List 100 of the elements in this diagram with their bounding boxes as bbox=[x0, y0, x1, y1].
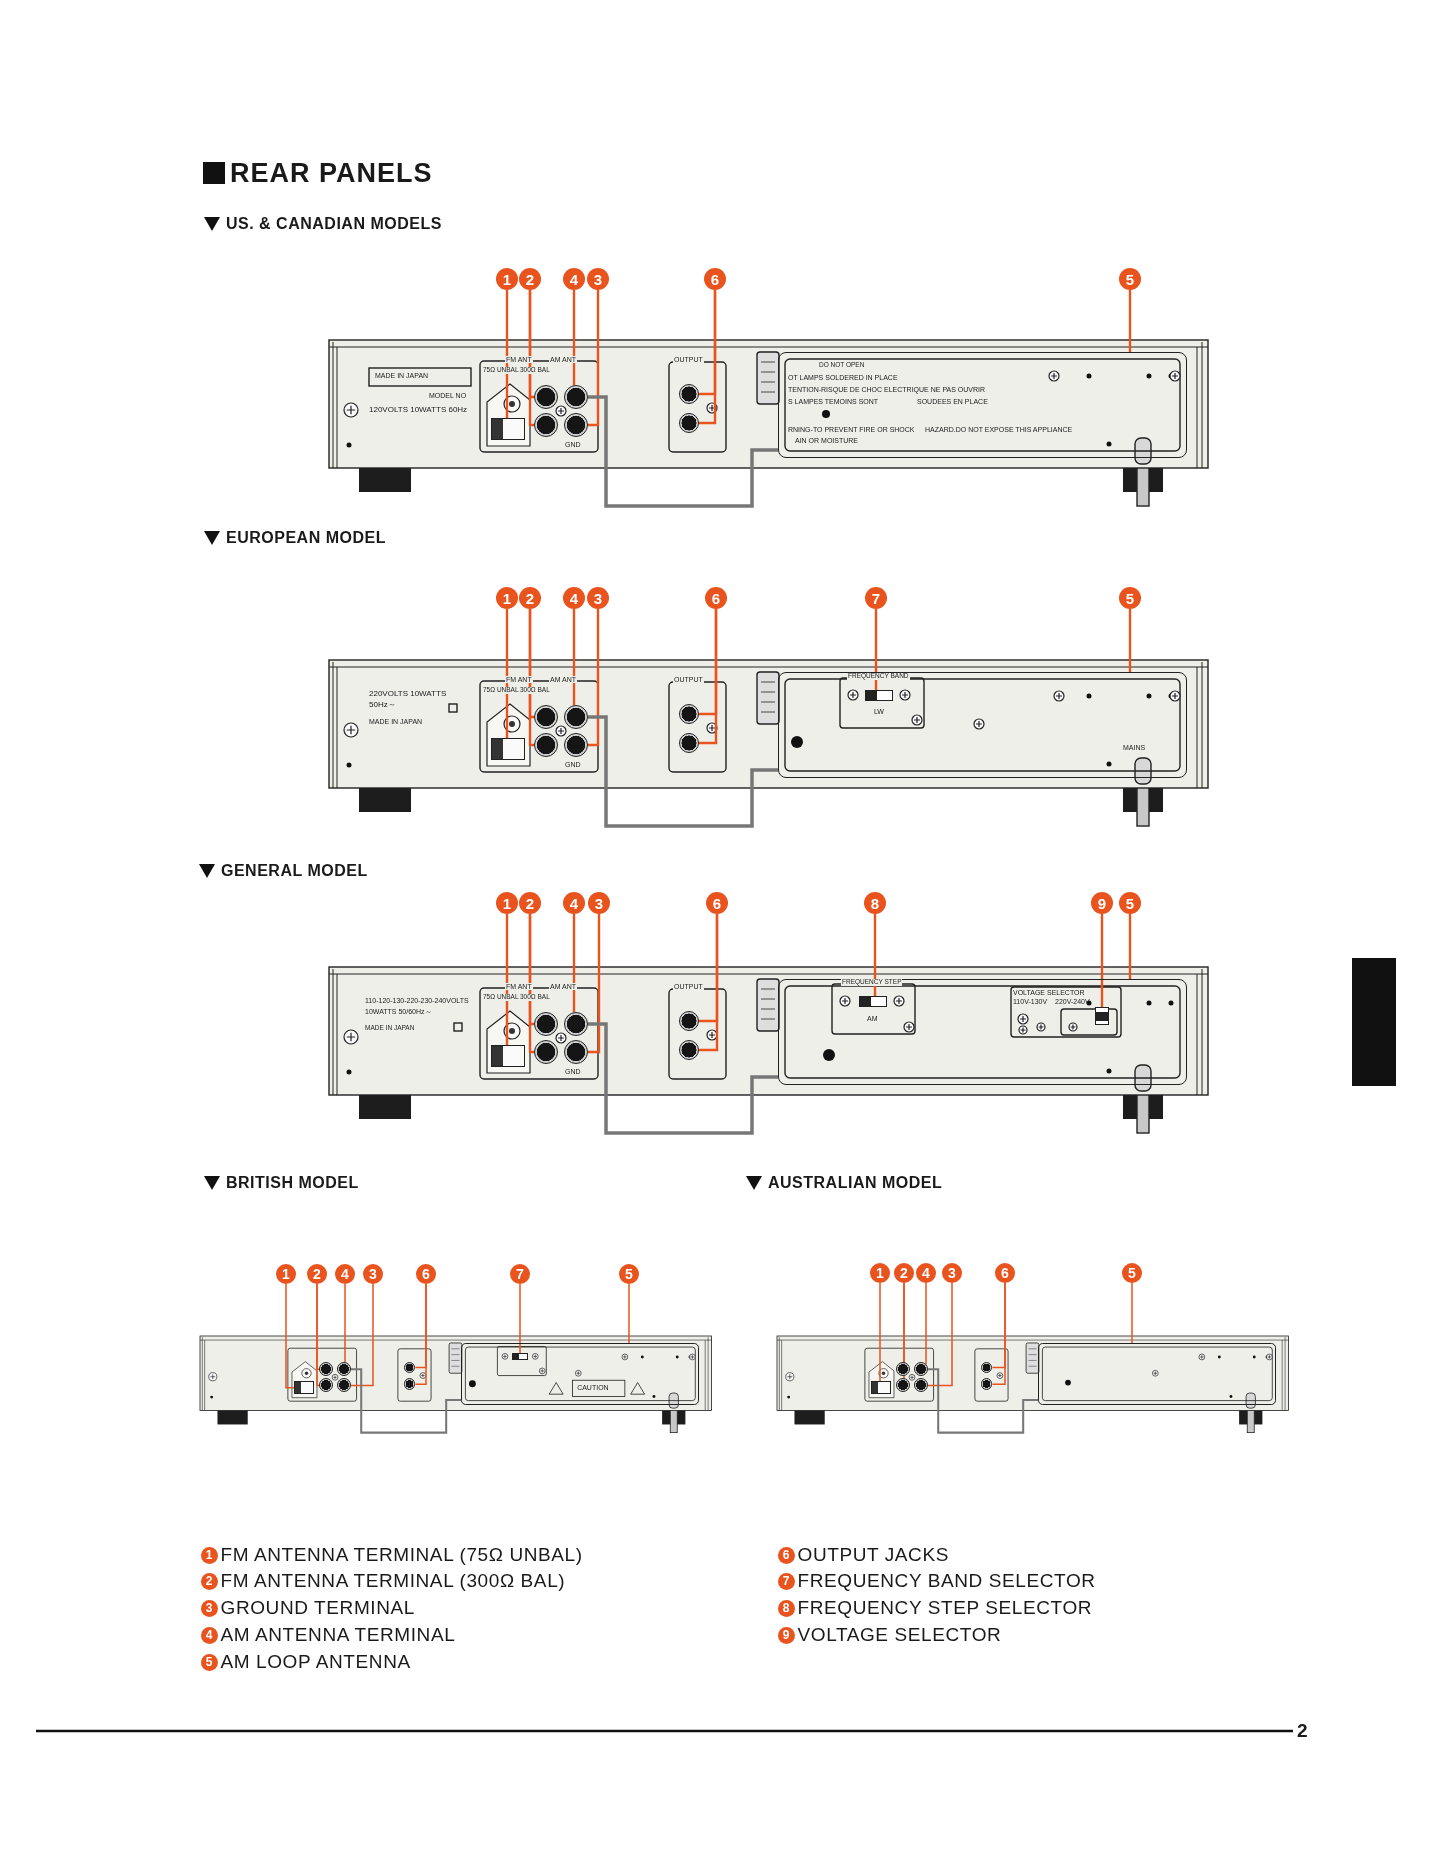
panel-marking: 220VOLTS 10WATTS bbox=[369, 690, 447, 698]
callout-number: 3 bbox=[942, 1263, 962, 1283]
leader-line bbox=[505, 290, 509, 418]
panel-marking: 120VOLTS 10WATTS 60Hz bbox=[369, 406, 468, 414]
screw-terminal bbox=[491, 1045, 525, 1067]
leader-line bbox=[572, 609, 576, 706]
callout-number: 1 bbox=[496, 892, 518, 914]
leader-line bbox=[1131, 1282, 1133, 1344]
callout-number: 4 bbox=[563, 587, 585, 609]
antenna-wire bbox=[350, 1368, 462, 1434]
leader-line bbox=[873, 914, 877, 996]
callout-number: 1 bbox=[200, 1546, 218, 1564]
loop-antenna-panel bbox=[778, 352, 1187, 458]
leader-line bbox=[699, 290, 717, 425]
callout-number: 6 bbox=[416, 1264, 436, 1284]
section-heading: EUROPEAN MODEL bbox=[226, 530, 386, 546]
screw-terminal bbox=[871, 1381, 892, 1395]
slide-switch bbox=[511, 1353, 528, 1360]
callout-number: 4 bbox=[335, 1264, 355, 1284]
leader-line bbox=[344, 1283, 346, 1364]
key-description: FREQUENCY BAND SELECTOR bbox=[797, 1571, 1096, 1590]
section-heading: BRITISH MODEL bbox=[226, 1175, 359, 1191]
antenna-wire bbox=[588, 395, 778, 508]
callout-number: 2 bbox=[519, 892, 541, 914]
key-description: GROUND TERMINAL bbox=[220, 1598, 415, 1617]
callout-number: 1 bbox=[496, 268, 518, 290]
leader-line bbox=[1128, 609, 1132, 672]
leader-line bbox=[1128, 290, 1132, 352]
page-number: 2 bbox=[1297, 1721, 1309, 1740]
leader-line bbox=[505, 609, 509, 738]
key-description: VOLTAGE SELECTOR bbox=[797, 1625, 1002, 1644]
leader-line bbox=[699, 609, 718, 745]
key-description: FREQUENCY STEP SELECTOR bbox=[797, 1598, 1093, 1617]
leader-line bbox=[414, 1283, 427, 1386]
leader-line bbox=[1100, 914, 1104, 1007]
callout-number: 4 bbox=[916, 1263, 936, 1283]
section-heading: AUSTRALIAN MODEL bbox=[768, 1175, 943, 1191]
leader-line bbox=[588, 609, 600, 747]
leader-line bbox=[927, 1282, 953, 1387]
screw-terminal bbox=[491, 418, 525, 440]
leader-line bbox=[628, 1283, 630, 1344]
slide-switch bbox=[858, 995, 887, 1007]
callout-number: 4 bbox=[563, 268, 585, 290]
leader-line bbox=[1128, 914, 1132, 979]
callout-number: 8 bbox=[777, 1599, 795, 1617]
leader-line bbox=[699, 914, 719, 1052]
callout-number: 1 bbox=[870, 1263, 890, 1283]
callout-number: 4 bbox=[563, 892, 585, 914]
leader-line bbox=[991, 1282, 1006, 1386]
page-title: REAR PANELS bbox=[230, 160, 433, 187]
callout-number: 3 bbox=[200, 1599, 218, 1617]
callout-number: 8 bbox=[864, 892, 886, 914]
leader-line bbox=[528, 914, 534, 1054]
callout-number: 5 bbox=[1122, 1263, 1142, 1283]
leader-line bbox=[316, 1283, 321, 1387]
callout-number: 2 bbox=[894, 1263, 914, 1283]
antenna-wire bbox=[588, 1022, 778, 1135]
screw-terminal bbox=[491, 738, 525, 760]
callout-number: 9 bbox=[777, 1626, 795, 1644]
loop-antenna-panel bbox=[778, 672, 1187, 778]
leader-line bbox=[879, 1282, 881, 1383]
key-description: FM ANTENNA TERMINAL (300Ω BAL) bbox=[220, 1571, 566, 1590]
callout-number: 3 bbox=[587, 268, 609, 290]
section-heading: US. & CANADIAN MODELS bbox=[226, 216, 442, 232]
callout-number: 7 bbox=[777, 1572, 795, 1590]
leader-line bbox=[572, 290, 576, 386]
callout-number: 2 bbox=[519, 268, 541, 290]
leader-line bbox=[588, 914, 601, 1054]
callout-number: 7 bbox=[865, 587, 887, 609]
callout-number: 5 bbox=[200, 1653, 218, 1671]
callout-number: 6 bbox=[777, 1546, 795, 1564]
leader-line bbox=[874, 609, 878, 690]
callout-number: 3 bbox=[587, 587, 609, 609]
loop-antenna-panel bbox=[778, 979, 1187, 1085]
leader-line bbox=[505, 914, 509, 1045]
callout-number: 1 bbox=[496, 587, 518, 609]
leader-line bbox=[519, 1283, 521, 1355]
loop-antenna-panel bbox=[1038, 1342, 1277, 1405]
callout-number: 4 bbox=[200, 1626, 218, 1644]
loop-antenna-panel bbox=[461, 1342, 700, 1405]
callout-number: 1 bbox=[276, 1264, 296, 1284]
slide-switch bbox=[864, 689, 893, 701]
callout-number: 2 bbox=[200, 1572, 218, 1590]
callout-number: 2 bbox=[519, 587, 541, 609]
key-description: FM ANTENNA TERMINAL (75Ω UNBAL) bbox=[220, 1545, 583, 1564]
callout-number: 2 bbox=[307, 1264, 327, 1284]
callout-number: 5 bbox=[619, 1264, 639, 1284]
leader-line bbox=[572, 914, 576, 1013]
callout-number: 3 bbox=[588, 892, 610, 914]
leader-line bbox=[528, 290, 534, 427]
callout-number: 6 bbox=[705, 587, 727, 609]
callout-number: 5 bbox=[1119, 587, 1141, 609]
leader-line bbox=[925, 1282, 927, 1366]
callout-number: 7 bbox=[510, 1264, 530, 1284]
panel-marking: 50Hz～ bbox=[369, 701, 396, 709]
section-heading: GENERAL MODEL bbox=[221, 863, 368, 879]
leader-line bbox=[528, 609, 534, 747]
callout-number: 5 bbox=[1119, 268, 1141, 290]
antenna-wire bbox=[927, 1368, 1039, 1434]
leader-line bbox=[350, 1283, 374, 1387]
